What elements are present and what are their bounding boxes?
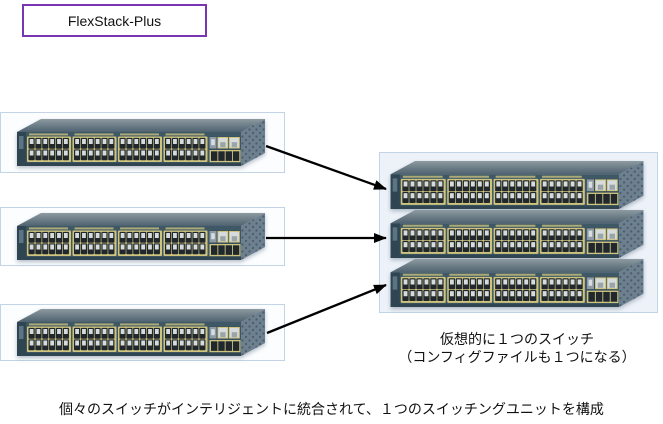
standalone-switch-box-1 [0, 112, 285, 173]
network-switch-illustration-1 [13, 117, 265, 169]
stacked-switch-illustration-2 [386, 208, 644, 261]
standalone-switch-box-3 [0, 304, 285, 361]
stack-caption-line2: （コンフィグファイルも１つになる） [398, 349, 636, 365]
bottom-caption: 個々のスイッチがインテリジェントに統合されて、１つのスイッチングユニットを構成 [59, 401, 604, 417]
stack-caption-line1: 仮想的に１つのスイッチ [440, 331, 594, 347]
standalone-switch-box-2 [0, 207, 285, 266]
flexstack-label: FlexStack-Plus [67, 12, 162, 29]
stack-switch-box [379, 152, 658, 313]
flexstack-label-box: FlexStack-Plus [22, 4, 207, 37]
stacked-switch-illustration-3 [386, 257, 644, 310]
stacked-switch-illustration-1 [386, 159, 644, 212]
network-switch-illustration-2 [13, 211, 265, 263]
network-switch-illustration-3 [13, 307, 265, 359]
stack-caption: 仮想的に１つのスイッチ （コンフィグファイルも１つになる） [372, 330, 662, 366]
